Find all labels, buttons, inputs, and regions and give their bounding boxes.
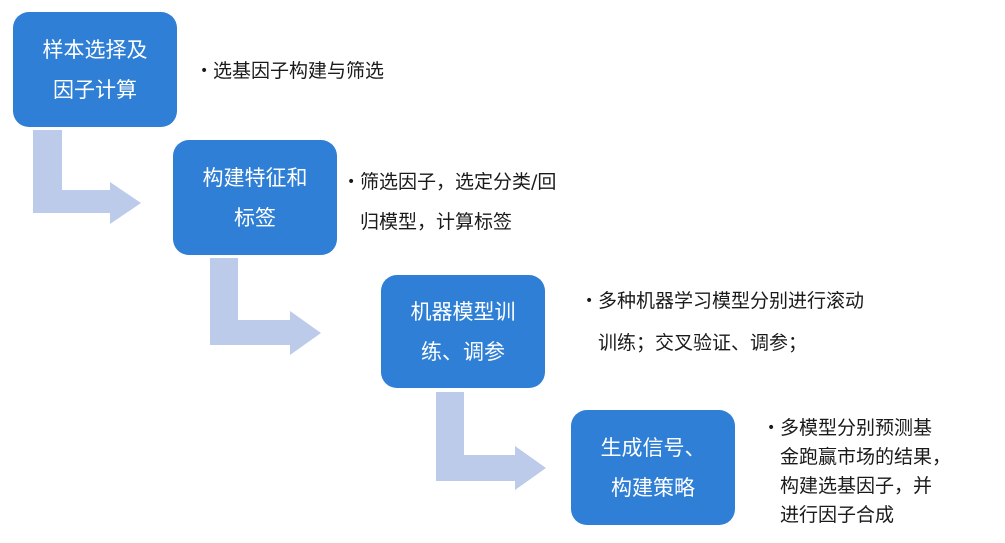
step-1-box: 样本选择及因子计算: [13, 12, 177, 127]
desc-line: 构建选基因子，并: [780, 475, 933, 497]
bullet: •: [767, 420, 776, 436]
desc-line: 归模型，计算标签: [360, 211, 513, 233]
desc-line: 选基因子构建与筛选: [213, 60, 385, 82]
step-2-description: • 筛选因子，选定分类/回 归模型，计算标签: [347, 162, 557, 242]
desc-line: 多种机器学习模型分别进行滚动: [598, 290, 865, 312]
step-2-title-line: 构建特征和: [202, 165, 308, 190]
desc-line: 筛选因子，选定分类/回: [360, 171, 557, 193]
step-3-description: • 多种机器学习模型分别进行滚动 训练；交叉验证、调参；: [585, 280, 865, 364]
step-1-title-line: 样本选择及: [42, 37, 148, 62]
bullet: •: [200, 63, 209, 79]
desc-line: 进行因子合成: [780, 504, 895, 526]
arrow-step3-to-step4: [436, 392, 546, 490]
step-1-description: • 选基因子构建与筛选: [200, 56, 385, 86]
step-3-title-line: 机器模型训: [410, 299, 516, 324]
step-2-title-line: 标签: [234, 205, 276, 230]
step-4-title-line: 构建策略: [611, 475, 695, 500]
step-4-box: 生成信号、构建策略: [571, 410, 735, 525]
step-4-title-line: 生成信号、: [600, 435, 706, 460]
arrow-step1-to-step2: [33, 130, 141, 224]
step-1-title-line: 因子计算: [53, 77, 137, 102]
step-3-box: 机器模型训练、调参: [381, 275, 545, 388]
step-3-title-line: 练、调参: [421, 339, 505, 364]
step-4-description: • 多模型分别预测基 金跑赢市场的结果， 构建选基因子，并 进行因子合成: [767, 414, 952, 530]
desc-line: 训练；交叉验证、调参；: [598, 332, 808, 354]
arrow-step2-to-step3: [210, 258, 321, 355]
desc-line: 金跑赢市场的结果，: [780, 446, 952, 468]
bullet: •: [585, 293, 594, 309]
step-2-box: 构建特征和标签: [173, 140, 337, 255]
bullet: •: [347, 174, 356, 190]
desc-line: 多模型分别预测基: [780, 417, 933, 439]
